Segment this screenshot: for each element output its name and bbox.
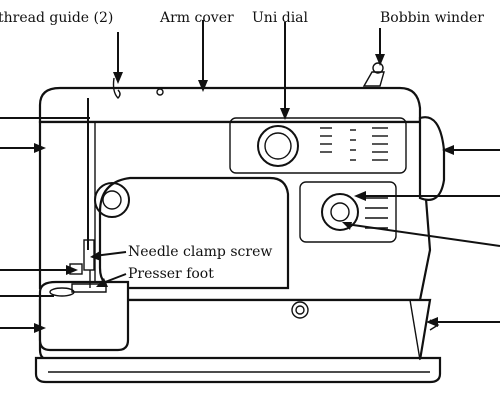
tension-dial [94,182,130,218]
label-thread-guide: thread guide (2) [0,10,113,26]
feed-plate [49,287,75,297]
callout-lines [0,20,500,333]
machine-outline [34,86,446,384]
plug-inner [295,305,305,315]
top-hardware [112,62,385,99]
dial-panel-frame [229,117,407,174]
label-needle-clamp-screw: Needle clamp screw [128,244,272,260]
free-arm [38,280,130,352]
uni-dial-panel [229,117,407,174]
length-panel-frame [299,181,397,243]
handwheel [418,116,446,201]
bobbin-winder-post [362,71,385,87]
arm-top [38,86,422,124]
label-bobbin-winder: Bobbin winder [380,10,484,26]
label-presser-foot: Presser foot [128,266,214,282]
stitch-length-inner [330,202,350,222]
uni-dial-knob [257,125,299,167]
side-panel-line [409,299,421,361]
uni-dial-inner [264,132,292,160]
thread-guide-hook [112,77,121,99]
tension-dial-knob [94,182,130,218]
label-uni-dial: Uni dial [252,10,309,26]
plug-circle [291,301,309,319]
bobbin-winder-spindle [372,62,384,74]
arm-knob [156,88,164,96]
stitch-symbols [320,127,388,161]
tension-dial-inner [102,190,122,210]
stitch-length-dial [321,193,359,231]
label-arm-cover: Arm cover [159,10,234,26]
stitch-length-panel [299,181,397,243]
base [34,356,442,384]
